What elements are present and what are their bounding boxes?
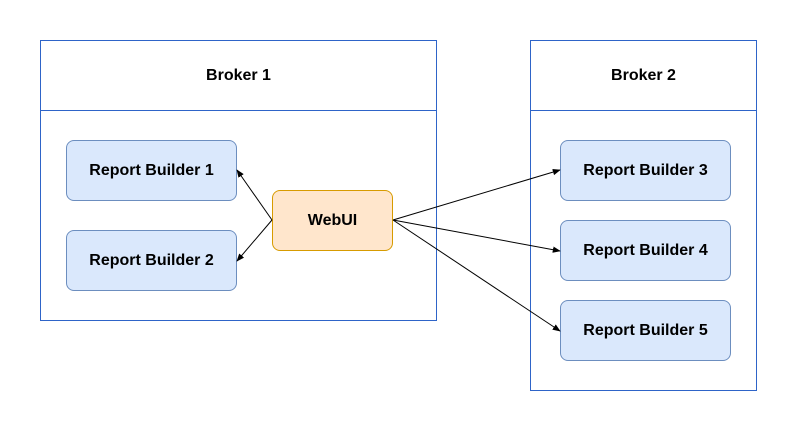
report-builder-1-node: Report Builder 1	[66, 140, 237, 201]
report-builder-4-node: Report Builder 4	[560, 220, 731, 281]
broker-1-title: Broker 1	[41, 41, 436, 111]
broker-2-title: Broker 2	[531, 41, 756, 111]
report-builder-2-node: Report Builder 2	[66, 230, 237, 291]
report-builder-5-node: Report Builder 5	[560, 300, 731, 361]
webui-node: WebUI	[272, 190, 393, 251]
report-builder-3-node: Report Builder 3	[560, 140, 731, 201]
